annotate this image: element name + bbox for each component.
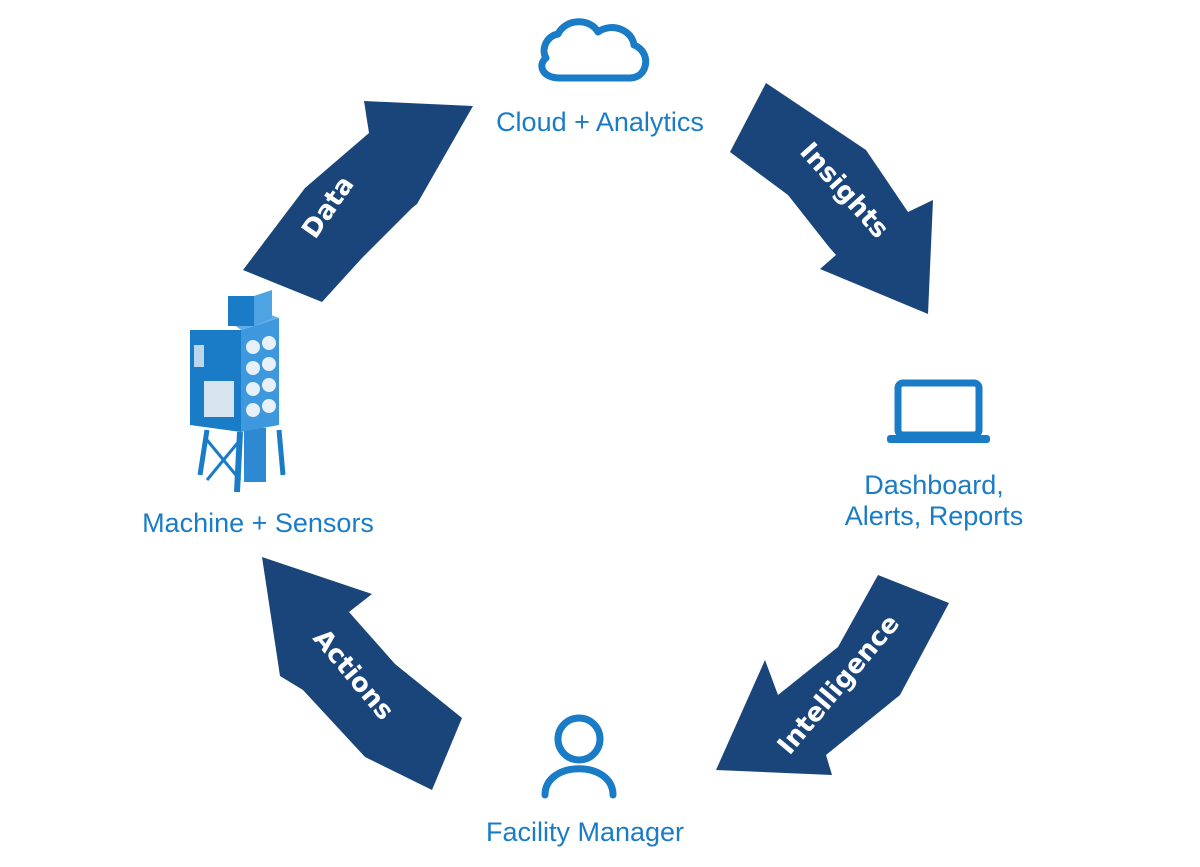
arrow-intelligence: Intelligence bbox=[716, 575, 949, 775]
laptop-icon bbox=[887, 379, 990, 443]
dust-collector-icon bbox=[190, 290, 286, 493]
arrow-actions-shape bbox=[262, 557, 462, 790]
arrow-data: Data bbox=[243, 101, 473, 302]
node-manager: Facility Manager bbox=[486, 714, 684, 847]
node-cloud: Cloud + Analytics bbox=[496, 18, 704, 137]
node-machine: Machine + Sensors bbox=[142, 290, 374, 538]
arrow-data-shape bbox=[243, 101, 473, 302]
cloud-label: Cloud + Analytics bbox=[496, 107, 704, 137]
cloud-icon bbox=[538, 18, 649, 82]
machine-label: Machine + Sensors bbox=[142, 508, 374, 538]
person-icon bbox=[541, 714, 617, 799]
manager-label: Facility Manager bbox=[486, 817, 684, 847]
arrow-intelligence-shape bbox=[716, 575, 949, 775]
dashboard-label-line1: Dashboard, bbox=[864, 470, 1004, 500]
arrow-insights: Insights bbox=[730, 83, 933, 314]
arrow-actions: Actions bbox=[262, 557, 462, 790]
node-dashboard: Dashboard, Alerts, Reports bbox=[845, 379, 1024, 531]
dashboard-label-line2: Alerts, Reports bbox=[845, 501, 1024, 531]
arrow-insights-shape bbox=[730, 83, 933, 314]
